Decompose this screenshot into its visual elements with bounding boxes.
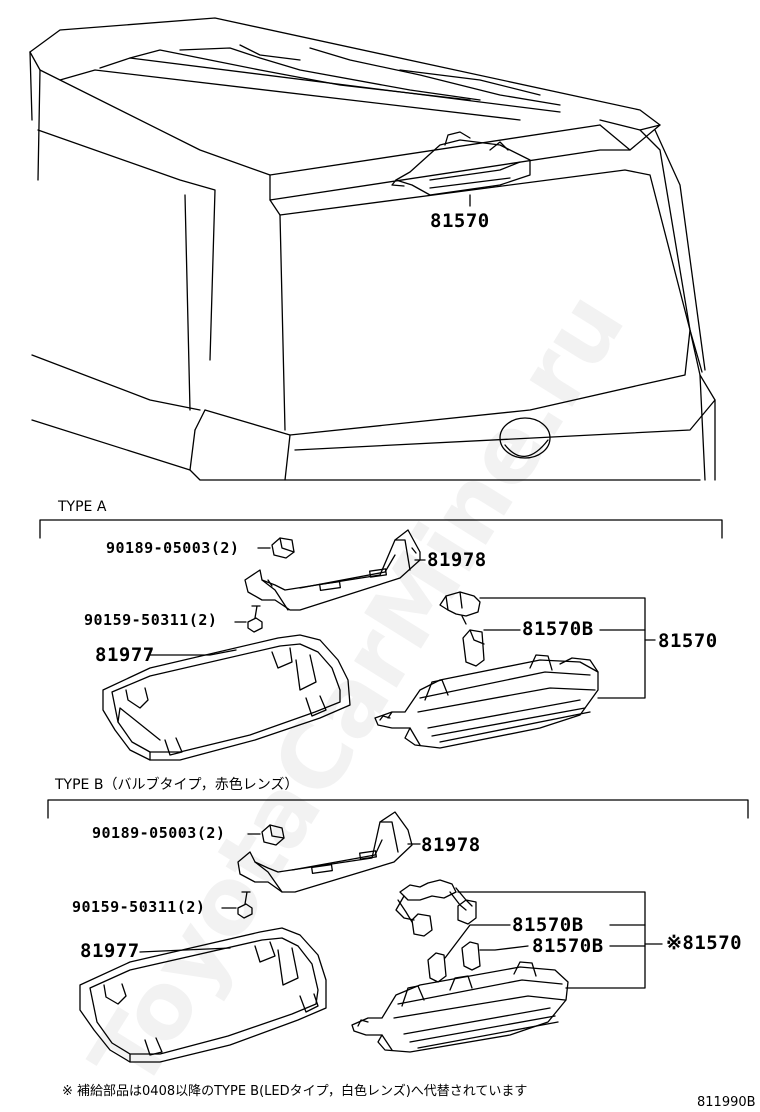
type-a-nut-label: 90189-05003(2) xyxy=(106,539,240,557)
type-b-nut-label: 90189-05003(2) xyxy=(92,824,226,842)
type-a-screw xyxy=(247,605,263,633)
type-b-bracket xyxy=(237,811,413,893)
type-b-assembly-label: ※81570 xyxy=(666,932,743,954)
top-assembly-label: 81570 xyxy=(430,210,490,232)
type-b-screw-label: 90159-50311(2) xyxy=(72,898,206,916)
type-a-assembly-label: 81570 xyxy=(658,630,718,652)
type-b-cover-label: 81977 xyxy=(80,940,140,962)
type-b-title: TYPE B（バルブタイプ，赤色レンズ） xyxy=(55,777,299,793)
type-b-bulbs xyxy=(427,941,481,983)
type-b-bulb-label-2: 81570B xyxy=(532,935,604,957)
type-b-bulb-label-1: 81570B xyxy=(512,914,584,936)
type-a-lamp-assembly xyxy=(374,654,599,749)
type-b-screw xyxy=(237,891,253,919)
figure-code: 811990B xyxy=(697,1095,756,1110)
type-a-bulb-socket xyxy=(439,591,485,667)
type-b-socket-harness xyxy=(395,879,477,937)
type-a-title: TYPE A xyxy=(58,499,107,515)
type-a-bracket-label: 81978 xyxy=(427,549,487,571)
type-b-lamp-assembly xyxy=(351,961,569,1053)
type-a-screw-label: 90159-50311(2) xyxy=(84,611,218,629)
type-a-cover-label: 81977 xyxy=(95,644,155,666)
type-a-bracket xyxy=(244,529,421,611)
footnote: ※ 補給部品は0408以降のTYPE B(LEDタイプ，白色レンズ)へ代替されて… xyxy=(62,1084,528,1099)
type-a-section xyxy=(39,519,723,761)
type-b-section xyxy=(47,799,749,1063)
vehicle-rear-illustration xyxy=(29,17,716,481)
type-a-bulb-label: 81570B xyxy=(522,618,594,640)
type-b-clip-nut xyxy=(261,824,285,846)
type-a-clip-nut xyxy=(271,537,295,559)
type-a-cover xyxy=(102,634,351,761)
type-b-cover xyxy=(79,927,327,1063)
type-b-bracket-label: 81978 xyxy=(421,834,481,856)
